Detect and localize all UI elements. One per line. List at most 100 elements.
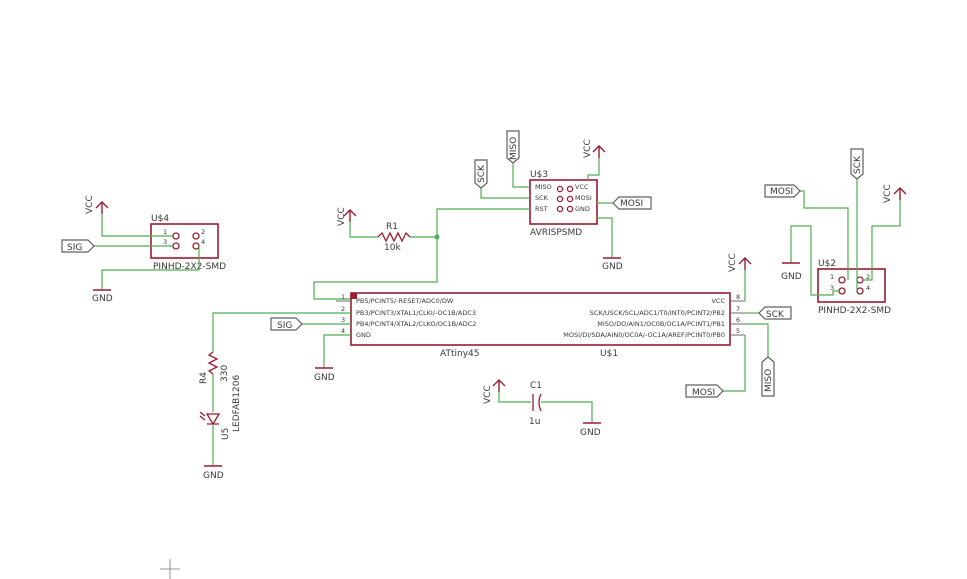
u4-name: U$4 <box>151 214 169 224</box>
u3-pad-4 <box>566 195 574 203</box>
u2-pad-1 <box>838 276 846 284</box>
rst-to-u1-net[interactable] <box>313 237 438 300</box>
u1-pin2-label: PB3/PCINT3/XTAL1/CLKI/-OC1B/ADC3 <box>356 309 476 317</box>
sig-port-u4: SIG <box>61 239 95 253</box>
mosi-port-u1: MOSI <box>685 384 724 398</box>
connector-u3[interactable]: U$3 AVRISPSMD MISO SCK RST VCC MOSI GND <box>529 170 598 238</box>
u1-pin1-label: PB5/PCINT5/-RESET/ADC0/DW <box>356 297 454 305</box>
u2-pin2-num: 2 <box>866 273 870 281</box>
u3-sck-net[interactable] <box>480 188 530 199</box>
u3-body <box>529 179 598 225</box>
resistor-r1[interactable]: R1 10k <box>377 222 411 253</box>
u3-pin-gnd: GND <box>575 205 590 213</box>
u1-pin5-label: MOSI/DI/SDA/AIN0/OC0A/-OC1A/AREF/PCINT0/… <box>563 331 725 339</box>
vcc-symbol-r1: VCC <box>337 207 357 226</box>
gnd-label-u2: GND <box>781 272 802 282</box>
u3-pin-mosi: MOSI <box>575 194 592 202</box>
r1-value: 10k <box>384 243 401 253</box>
c1-gnd-net[interactable] <box>541 401 593 423</box>
sig-label-u4: SIG <box>67 243 82 253</box>
gnd-symbol-u2: GND <box>781 262 802 282</box>
u1-pb3-led-net[interactable] <box>212 312 351 352</box>
vcc-symbol-u4: VCC <box>85 195 109 214</box>
u4-pad-1 <box>172 232 180 240</box>
connector-u2[interactable]: U$2 PINHD-2X2-SMD 1 2 3 4 <box>817 259 891 316</box>
r1-vcc-net[interactable] <box>349 222 378 238</box>
u2-pin4-num: 4 <box>866 284 870 292</box>
u3-vcc-net[interactable] <box>587 158 600 180</box>
resistor-r4[interactable]: R4 330 <box>199 351 230 384</box>
vcc-label-u2: VCC <box>883 184 893 203</box>
u2-name: U$2 <box>818 259 836 269</box>
u1-pin1-num: 1 <box>341 293 345 301</box>
u4-pin2-num: 2 <box>201 228 205 236</box>
r1-zigzag <box>377 231 411 243</box>
gnd-label-c1: GND <box>580 428 601 438</box>
u1-pin1-marker <box>351 293 357 299</box>
sig-label-u1: SIG <box>277 321 292 331</box>
c1-vcc-net[interactable] <box>498 392 531 403</box>
led-light-arrows <box>199 411 206 421</box>
sck-port-u1: SCK <box>758 306 792 320</box>
u4-pad-4 <box>192 242 200 250</box>
u3-name: U$3 <box>530 170 548 180</box>
u3-pin-miso: MISO <box>535 183 552 191</box>
u2-mosi-net[interactable] <box>800 190 849 280</box>
u3-pin-rst: RST <box>535 205 548 213</box>
u2-pad-4 <box>856 287 864 295</box>
u2-body <box>817 268 886 303</box>
u1-pin4-num: 4 <box>341 327 345 335</box>
sck-port-u3: SCK <box>474 159 488 189</box>
capacitor-c1[interactable]: C1 1u <box>529 381 542 427</box>
u3-pin-vcc: VCC <box>575 183 589 191</box>
u2-vcc-net[interactable] <box>863 200 901 281</box>
u1-pin7-num: 7 <box>736 305 740 313</box>
u1-value: ATtiny45 <box>440 349 479 359</box>
vcc-symbol-u1: VCC <box>728 253 752 272</box>
vcc-symbol-u3: VCC <box>583 139 606 158</box>
u3-miso-net[interactable] <box>512 162 530 188</box>
u1-body <box>350 292 731 346</box>
c1-value: 1u <box>529 417 540 427</box>
u3-gnd-net[interactable] <box>597 217 613 258</box>
u5-value: LEDFAB1206 <box>232 375 242 432</box>
connector-u4[interactable]: U$4 PINHD-2X2-SMD 1 2 3 4 <box>150 214 226 272</box>
c1-name: C1 <box>530 381 542 391</box>
mosi-port-u2: MOSI <box>764 184 801 198</box>
u4-value: PINHD-2X2-SMD <box>153 262 226 272</box>
ic-u1-attiny45[interactable]: ATtiny45 U$1 1 2 3 4 PB5/PCINT5/-RESET/A… <box>336 292 745 359</box>
u3-pad-1 <box>556 185 564 193</box>
gnd-symbol-u1: GND <box>314 367 335 383</box>
u4-gnd-net[interactable] <box>101 246 200 290</box>
u3-pad-5 <box>556 205 564 213</box>
u1-pin3-num: 3 <box>341 316 345 324</box>
vcc-label-u4: VCC <box>85 195 95 214</box>
vcc-symbol-u2: VCC <box>883 184 907 203</box>
u2-value: PINHD-2X2-SMD <box>818 306 891 316</box>
r4-name: R4 <box>199 372 209 384</box>
u1-pin6-num: 6 <box>736 316 740 324</box>
miso-port-u1: MISO <box>761 356 775 397</box>
u2-gnd-net[interactable] <box>790 225 839 296</box>
u3-pad-6 <box>566 205 574 213</box>
u4-pin3-num: 3 <box>163 238 167 246</box>
sck-label-u2: SCK <box>853 155 863 174</box>
u3-pin-sck: SCK <box>535 194 549 202</box>
sck-label-u3: SCK <box>477 164 487 183</box>
u2-pad-3 <box>838 287 846 295</box>
u1-gnd-net[interactable] <box>323 334 351 368</box>
u1-miso-net[interactable] <box>745 323 769 357</box>
mosi-label-u2: MOSI <box>770 187 793 197</box>
u4-vcc-net[interactable] <box>101 214 173 237</box>
u3-pad-2 <box>566 185 574 193</box>
u3-rst-net[interactable] <box>436 208 530 237</box>
mosi-label-u3: MOSI <box>620 199 643 209</box>
gnd-label-u1: GND <box>314 373 335 383</box>
mosi-label-u1: MOSI <box>692 388 715 398</box>
r1-name: R1 <box>386 222 398 232</box>
u1-mosi-net[interactable] <box>723 335 746 392</box>
u1-pin6-label: MISO/DO/AIN1/OC0B/OC1A/PCINT1/PB1 <box>597 320 725 328</box>
u3-value: AVRISPSMD <box>530 228 582 238</box>
u1-pin7-label: SCK/USCK/SCL/ADC1/T0/INT0/PCINT2/PB2 <box>590 309 725 317</box>
